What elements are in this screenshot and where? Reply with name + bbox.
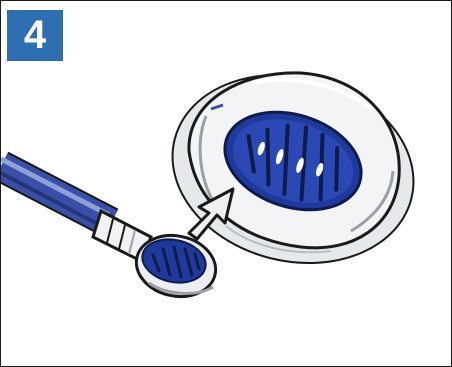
tube — [1, 159, 111, 230]
step-number-badge: 4 — [7, 10, 63, 61]
